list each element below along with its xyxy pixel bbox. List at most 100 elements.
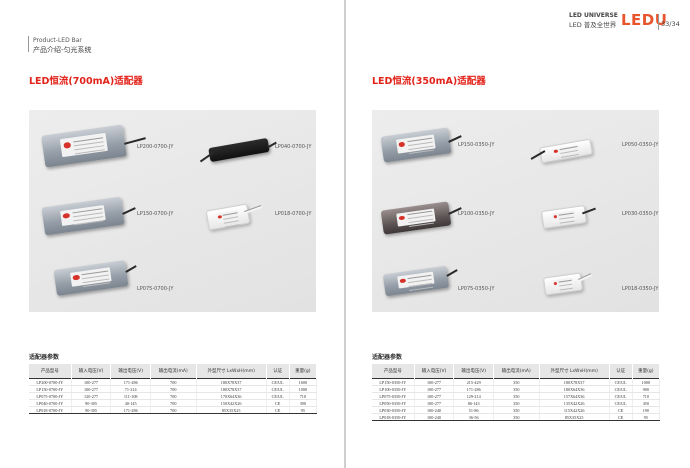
column-header: 重量(g) [632,364,661,379]
product-label: LP075-0700-JY [137,286,174,292]
table-cell: 350 [493,392,540,400]
table-cell: 180X78X37 [539,378,610,386]
table-cell: 700 [150,392,197,400]
column-header: 产品型号 [29,364,72,379]
table-cell: CE [609,413,633,421]
table-cell: 350 [493,378,540,386]
table-cell: 700 [150,378,197,386]
table-cell: LP100-0350-JY [372,385,415,393]
table-cell: CE [609,406,633,414]
table-cell: LP030-0350-JY [372,406,415,414]
page-number: 33/34 [661,20,680,28]
table-cell: 85X35X25 [539,413,610,421]
table-cell: 700 [150,406,197,414]
brand-chinese: LED 普及全世界 [569,21,617,29]
driver-lp150-0350 [380,127,452,163]
driver-lp018-0350 [542,272,584,296]
table-cell: 135X42X26 [539,399,610,407]
driver-lp075-0350 [382,265,450,297]
table-header-row: 产品型号 输入电压(V) 输出电压(V) 输出电流(mA) 外型尺寸 LxWxH… [29,364,318,379]
table-cell: LP050-0350-JY [372,399,415,407]
section-title: LED恒流(700mA)适配器 [29,76,143,87]
page-gutter [344,0,346,468]
table-cell: 85X35X25 [196,406,267,414]
table-cell: 900 [632,385,661,393]
driver-lp050-0350 [539,138,593,164]
table-cell: CE/UL [609,378,633,386]
table-cell: 700 [150,385,197,393]
column-header: 输出电压(V) [110,364,152,379]
table-cell: 1000 [632,378,661,386]
driver-lp075 [53,260,129,296]
table-cell: 100-277 [414,385,455,393]
table-cell: LP150-0700-JY [29,385,72,393]
table-cell: 350 [493,399,540,407]
driver-lp100-0350 [380,201,452,235]
table-title: 适配器参数 [372,354,403,361]
table-title: 适配器参数 [29,354,60,361]
table-cell: LP200-0700-JY [29,378,72,386]
table-cell: 1000 [289,385,318,393]
product-photo: LP200-0700-JY LP040-0700-JY LP150-0700-J… [29,110,316,312]
table-cell: 350 [493,413,540,421]
product-label: LP200-0700-JY [137,144,174,150]
column-header: 输出电流(mA) [150,364,197,379]
product-label: LP018-0350-JY [622,286,659,292]
table-cell: 710 [632,392,661,400]
table-cell: 180X64X36 [539,385,610,393]
table-cell: 170X64X36 [196,392,267,400]
table-cell: 710 [289,392,318,400]
table-cell: LP018-0700-JY [29,406,72,414]
product-label: LP150-0350-JY [458,142,495,148]
table-cell: 100-240 [414,413,455,421]
product-label: LP100-0350-JY [458,211,495,217]
spec-table: 产品型号 输入电压(V) 输出电压(V) 输出电流(mA) 外型尺寸 LxWxH… [372,364,661,421]
header-rule [658,14,659,30]
product-label: LP075-0350-JY [458,286,495,292]
table-cell: 1600 [289,378,318,386]
ledu-logo: LEDU [621,11,668,29]
table-cell: 95 [632,413,661,421]
table-cell: LP075-0700-JY [29,392,72,400]
spec-table: 产品型号 输入电压(V) 输出电压(V) 输出电流(mA) 外型尺寸 LxWxH… [29,364,318,414]
table-cell: 111-108 [110,392,152,400]
table-cell: LP150-0350-JY [372,378,415,386]
product-label: LP040-0700-JY [275,144,312,150]
column-header: 外型尺寸 LxWxH(mm) [196,364,267,379]
table-cell: 115X42X26 [539,406,610,414]
table-cell: CE/UL [609,392,633,400]
table-cell: CE [266,399,290,407]
left-page: Product-LED Bar 产品介绍-匀光系统 LED恒流(700mA)适配… [0,0,344,468]
table-cell: 700 [150,399,197,407]
product-label: LP150-0700-JY [137,211,174,217]
column-header: 认证 [266,364,290,379]
table-cell: 100-277 [71,378,112,386]
product-label: LP050-0350-JY [622,142,659,148]
table-cell: 129-214 [453,392,495,400]
table-cell: LP018-0350-JY [372,413,415,421]
header-rule [28,36,29,52]
table-cell: 120-277 [71,392,112,400]
column-header: 重量(g) [289,364,318,379]
table-cell: 157X64X36 [539,392,610,400]
table-cell: CE/UL [266,392,290,400]
header-chinese: 产品介绍-匀光系统 [33,46,92,54]
table-cell: CE/UL [266,378,290,386]
product-label: LP030-0350-JY [622,211,659,217]
table-cell: 90-305 [71,406,112,414]
table-cell: 51-86 [453,406,495,414]
table-cell: 350 [493,406,540,414]
table-cell: 171-286 [110,378,152,386]
table-cell: CE/UL [609,399,633,407]
table-cell: CE [266,406,290,414]
driver-lp030-0350 [540,205,588,229]
table-cell: 86-143 [453,399,495,407]
